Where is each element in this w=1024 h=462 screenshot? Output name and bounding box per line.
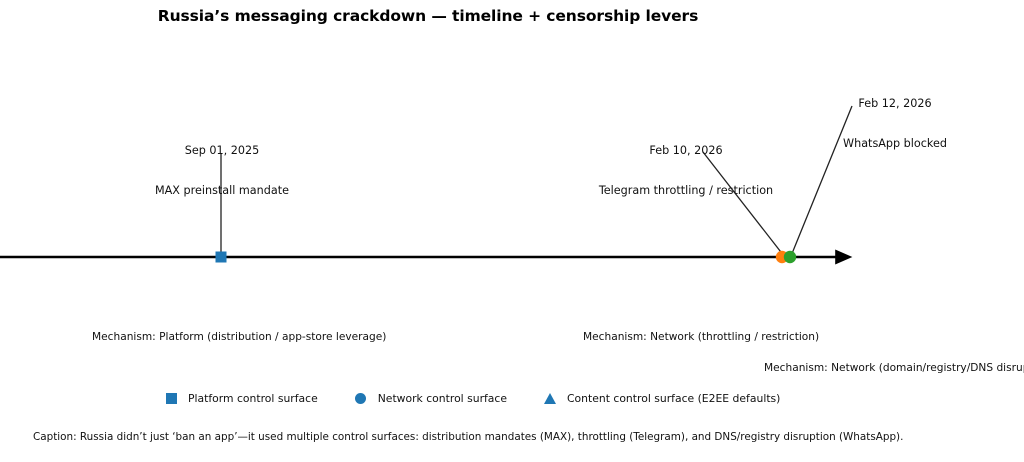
triangle-marker-icon: [539, 392, 561, 404]
event-annotation-0: Sep 01, 2025 MAX preinstall mandate: [122, 118, 322, 224]
legend-item-network[interactable]: Network control surface: [350, 388, 507, 408]
figure-caption: Caption: Russia didn’t just ‘ban an app’…: [33, 431, 904, 443]
event-date-1: Feb 10, 2026: [649, 144, 723, 158]
legend-label-content: Content control surface (E2EE defaults): [567, 391, 781, 405]
event-label-0: MAX preinstall mandate: [155, 184, 289, 198]
legend-label-network: Network control surface: [377, 391, 508, 405]
legend-item-platform[interactable]: Platform control surface: [160, 388, 318, 408]
mechanism-label-2: Mechanism: Network (domain/registry/DNS …: [764, 362, 1024, 374]
event-date-0: Sep 01, 2025: [184, 144, 260, 158]
event-marker-platform[interactable]: [215, 251, 227, 263]
legend: Platform control surface Network control…: [160, 388, 780, 408]
mechanism-label-1: Mechanism: Network (throttling / restric…: [583, 331, 820, 343]
page-title: Russia’s messaging crackdown — timeline …: [157, 7, 699, 25]
event-marker-network-dns[interactable]: [783, 250, 797, 264]
mechanism-label-0: Mechanism: Platform (distribution / app-…: [92, 331, 387, 343]
legend-item-content[interactable]: Content control surface (E2EE defaults): [539, 388, 780, 408]
event-annotation-2: Feb 12, 2026 WhatsApp blocked: [800, 71, 990, 177]
leader-line-event-2: [790, 105, 853, 257]
event-label-1: Telegram throttling / restriction: [598, 184, 774, 198]
square-marker-icon: [160, 392, 182, 404]
leader-line-event-1: [702, 151, 785, 257]
circle-marker-icon: [350, 392, 372, 404]
event-label-2: WhatsApp blocked: [843, 137, 947, 151]
event-annotation-1: Feb 10, 2026 Telegram throttling / restr…: [586, 118, 786, 224]
event-date-2: Feb 12, 2026: [858, 97, 932, 111]
legend-label-platform: Platform control surface: [188, 391, 318, 405]
